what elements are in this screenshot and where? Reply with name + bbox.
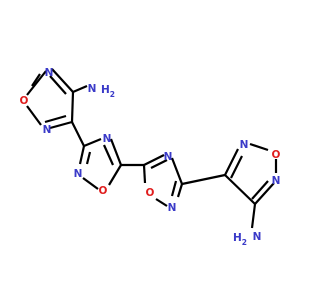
bond-c3-n1 <box>224 148 239 176</box>
bond-ring3-ring4 <box>181 173 226 186</box>
atom-n-ring2-bottom: N <box>74 168 83 180</box>
amine-h2-subscript-bottom: 2 <box>242 238 247 247</box>
bond-c5-n-top <box>143 154 165 166</box>
background <box>0 0 300 300</box>
bond-n-c5 <box>109 138 123 166</box>
bond-o1-n2 <box>26 105 42 126</box>
amine-h2-subscript-top: 2 <box>110 90 115 99</box>
atom-n-ring3-top: N <box>164 151 173 163</box>
bond-o2-n <box>155 198 168 207</box>
amine-h-top: H <box>101 84 110 96</box>
atom-n-ring2-top: N <box>103 133 112 145</box>
bond-c-n-bottom-double <box>85 151 92 165</box>
bond-n2-c3 <box>49 120 73 130</box>
bond-c3-c4 <box>224 174 256 205</box>
bonds <box>26 68 278 229</box>
atom-h-amine-bottom: H2 <box>233 232 247 247</box>
atom-n-ring3-bottom: N <box>168 202 177 214</box>
atom-n-amine-bottom: N <box>253 231 262 243</box>
amine-h-bottom: H <box>233 232 242 244</box>
atom-n-ring1-bottom: N <box>43 124 52 136</box>
bond-c3-n1-double <box>230 155 243 179</box>
bond-c5-o2 <box>142 164 147 184</box>
atom-o-ring1: O <box>20 95 29 107</box>
bond-n2-c4 <box>254 182 275 205</box>
bond-n1-o1-inner <box>31 73 41 87</box>
structural-formula: N O N N H2 N N O N O N N O N N H2 <box>0 0 300 300</box>
bond-c5-n-top-double <box>150 159 168 169</box>
bond-c5-o <box>108 164 122 186</box>
bond-n-c3 <box>170 157 184 185</box>
atom-o-ring3: O <box>146 187 155 199</box>
bond-c3-n-double <box>170 180 178 197</box>
atom-n-amine-top: N <box>88 83 97 95</box>
bond-o-n <box>82 177 99 190</box>
atom-labels: N O N N H2 N N O N O N N O N N H2 <box>20 67 281 247</box>
atom-h-amine-top: H2 <box>101 84 115 99</box>
bond-c-n-top <box>83 137 102 148</box>
bond-c4-n1 <box>51 68 74 93</box>
bond-n2-c3-double <box>44 114 67 124</box>
bond-c3-c4 <box>70 91 75 123</box>
bond-c4-nh2 <box>250 203 257 229</box>
bond-n1-o <box>249 142 269 152</box>
bond-n-c5-double <box>102 144 115 166</box>
bond-c3-n <box>176 183 184 198</box>
bond-n1-o1 <box>26 70 47 96</box>
atom-n-ring4-top: N <box>240 139 249 151</box>
bond-ring1-ring2 <box>71 121 85 147</box>
bond-n2-c4-double <box>251 180 269 200</box>
bond-c-n-bottom <box>78 145 86 165</box>
atom-n-ring1-top: N <box>45 67 54 79</box>
atom-o-ring2: O <box>99 185 108 197</box>
bond-c4-nh2 <box>72 84 88 94</box>
atom-o-ring4: O <box>272 149 281 161</box>
atom-n-ring4-right: N <box>272 175 281 187</box>
bond-c4-n1-double <box>49 75 67 95</box>
